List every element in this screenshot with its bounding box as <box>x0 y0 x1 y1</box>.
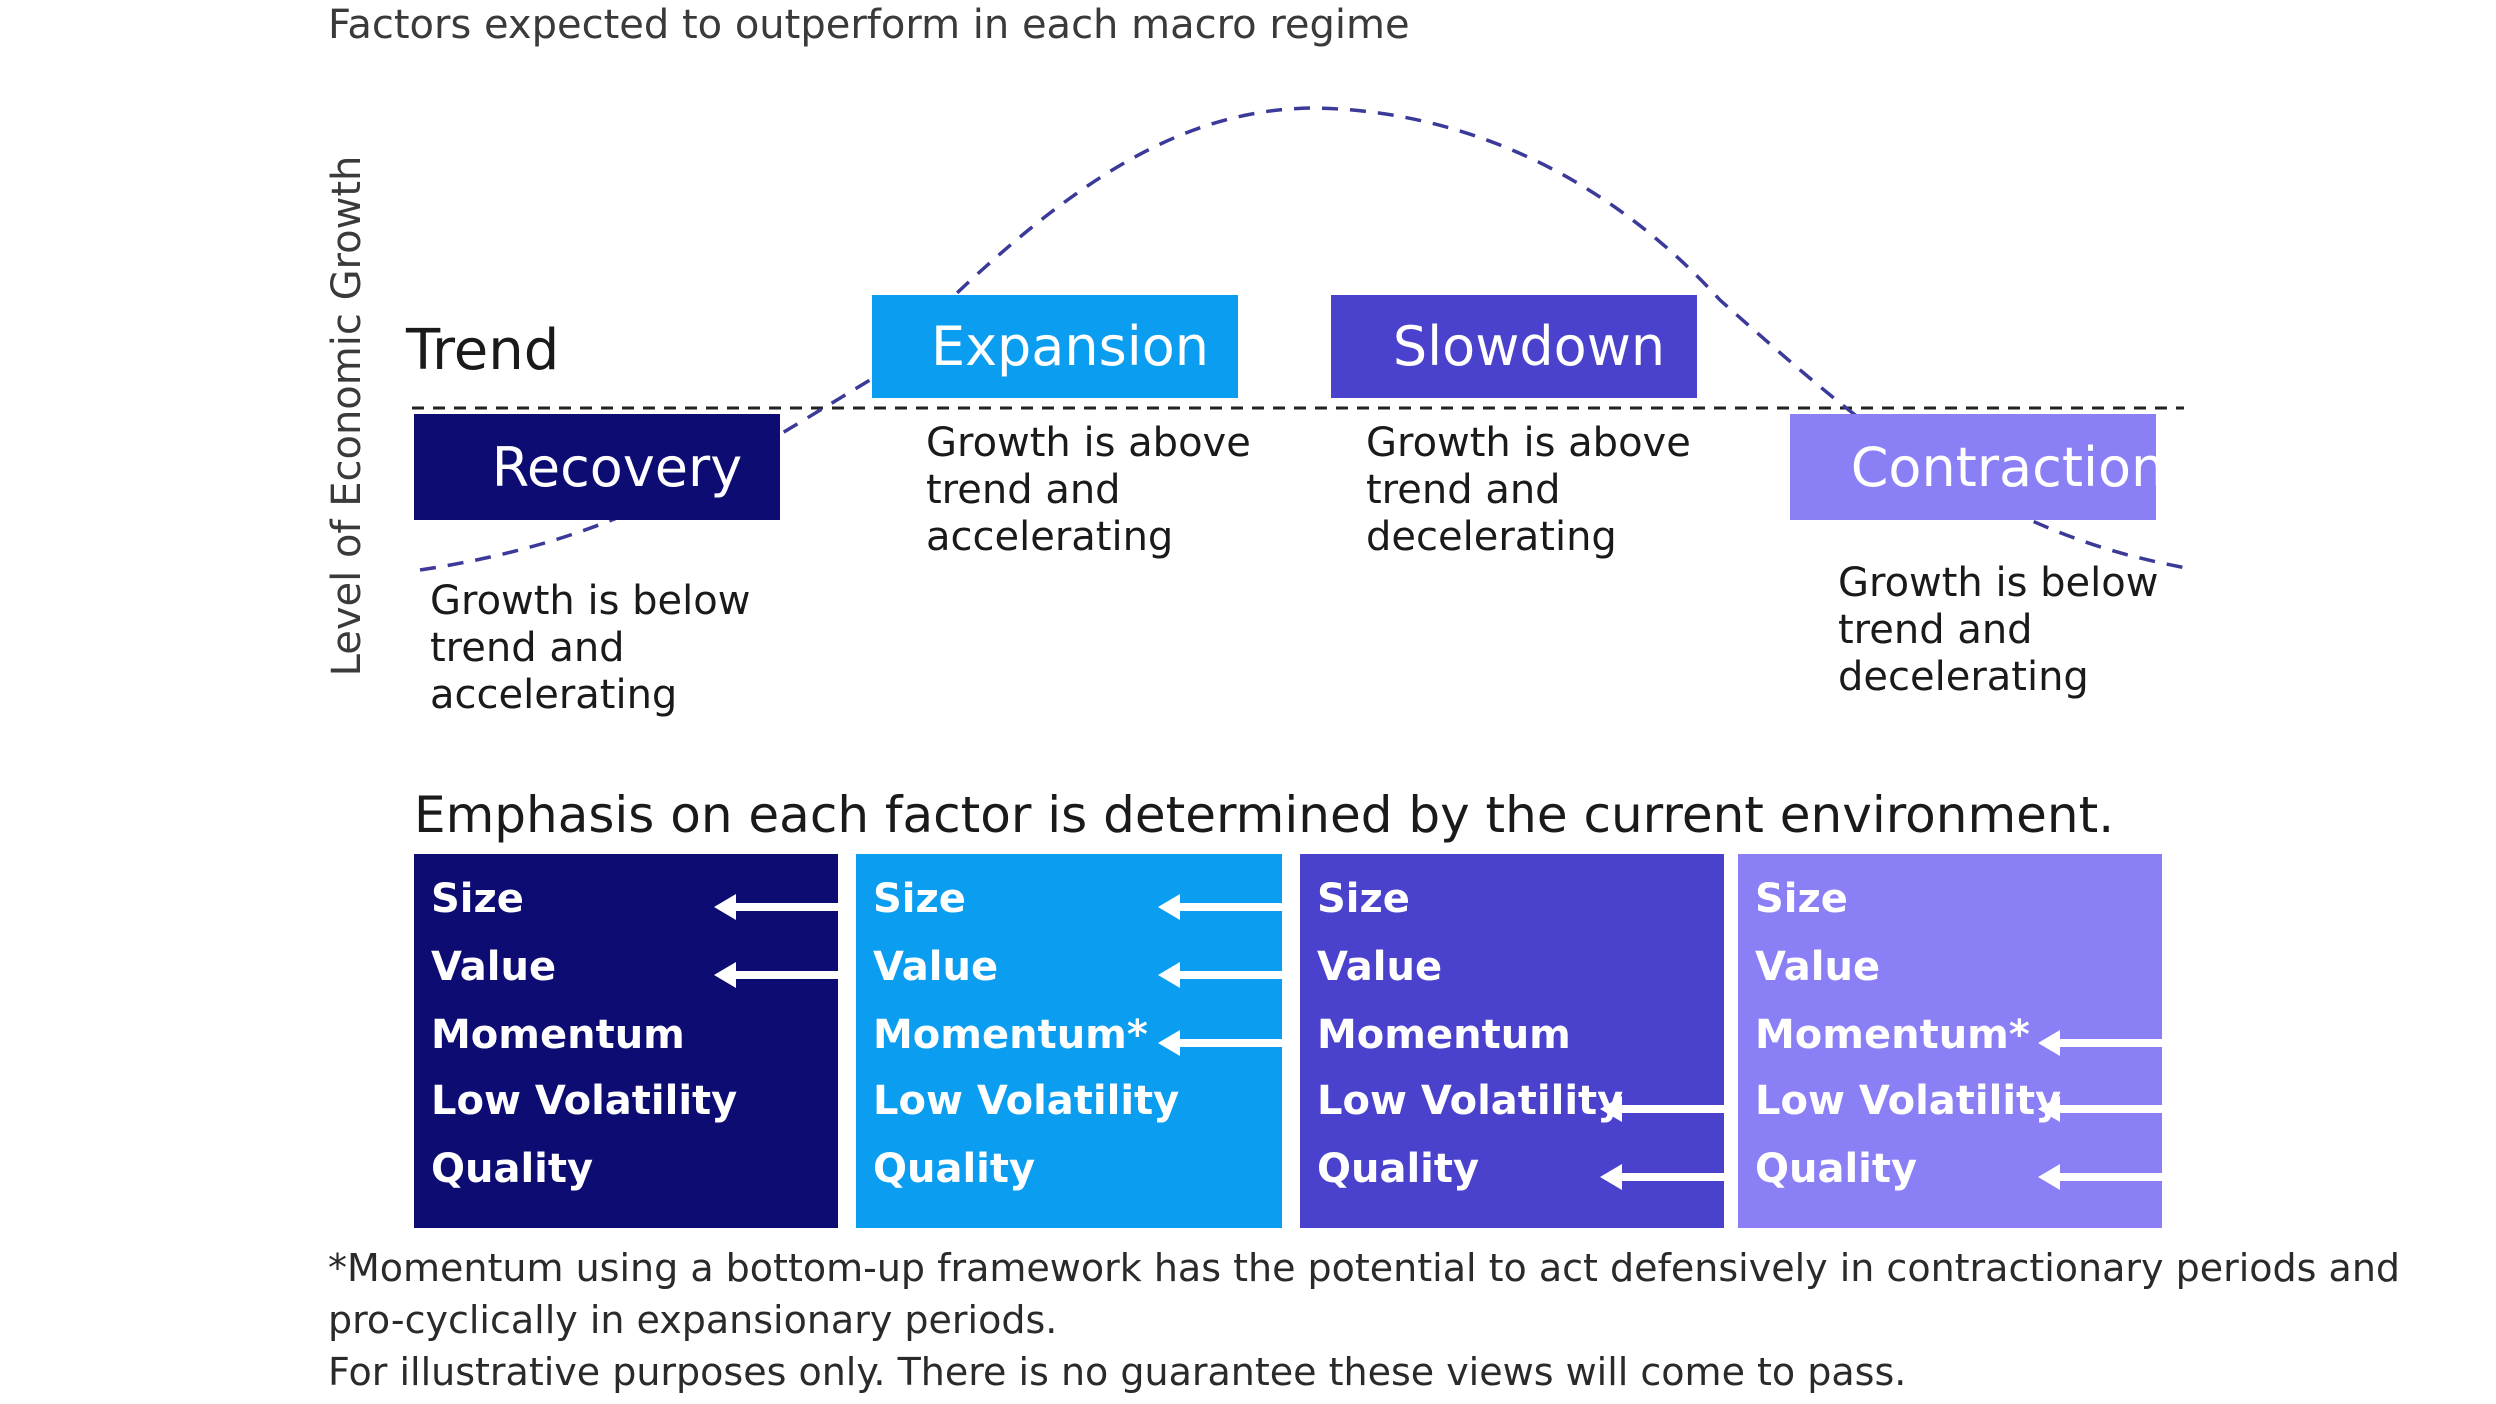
page-title: Factors expected to outperform in each m… <box>328 2 1410 48</box>
factor-label: Momentum <box>1317 1012 1571 1058</box>
regime-box-contraction: Contraction <box>1790 414 2165 520</box>
emphasis-arrow-icon <box>1158 1030 1282 1056</box>
factor-label: Size <box>431 876 524 922</box>
business-cycle-curve <box>419 106 2187 572</box>
regime-description-expansion: Growth is above trend and accelerating <box>926 420 1251 560</box>
factor-label: Value <box>873 944 999 990</box>
emphasis-arrow-icon <box>1600 1164 1724 1190</box>
footnote-disclaimer: For illustrative purposes only. There is… <box>328 1350 1907 1394</box>
emphasis-arrow-icon <box>1158 962 1282 988</box>
emphasis-arrow-icon <box>2038 1096 2162 1122</box>
factor-label: Quality <box>873 1146 1036 1192</box>
factor-label: Low Volatility <box>1755 1078 2062 1124</box>
emphasis-arrow-icon <box>714 962 838 988</box>
regime-box-expansion: Expansion <box>872 295 1238 398</box>
regime-label-slowdown: Slowdown <box>1392 315 1666 378</box>
factor-label: Value <box>1317 944 1443 990</box>
regime-box-recovery: Recovery <box>414 414 780 520</box>
factor-label: Quality <box>1317 1146 1480 1192</box>
footnote-momentum-cont: pro-cyclically in expansionary periods. <box>328 1298 1058 1342</box>
regime-description-recovery: Growth is below trend and accelerating <box>430 578 751 718</box>
emphasis-arrow-icon <box>1600 1096 1724 1122</box>
factor-label: Size <box>1317 876 1410 922</box>
regime-label-expansion: Expansion <box>930 315 1210 378</box>
emphasis-arrow-icon <box>1158 894 1282 920</box>
factor-label: Low Volatility <box>431 1078 738 1124</box>
regime-description-slowdown: Growth is above trend and decelerating <box>1366 420 1691 560</box>
emphasis-arrow-icon <box>2038 1030 2162 1056</box>
emphasis-heading: Emphasis on each factor is determined by… <box>414 786 2115 844</box>
factor-label: Size <box>1755 876 1848 922</box>
factor-label: Quality <box>431 1146 594 1192</box>
factor-label: Momentum* <box>1755 1012 2030 1058</box>
factor-label: Value <box>1755 944 1881 990</box>
factor-label: Momentum <box>431 1012 685 1058</box>
footnote-momentum: *Momentum using a bottom-up framework ha… <box>328 1246 2401 1290</box>
regime-label-recovery: Recovery <box>491 435 743 499</box>
regime-box-slowdown: Slowdown <box>1331 295 1697 398</box>
factor-label: Size <box>873 876 966 922</box>
trend-label: Trend <box>406 318 560 383</box>
regime-label-contraction: Contraction <box>1850 435 2166 499</box>
regime-description-contraction: Growth is below trend and decelerating <box>1838 560 2159 700</box>
factor-label: Value <box>431 944 557 990</box>
emphasis-arrow-icon <box>2038 1164 2162 1190</box>
factor-label: Quality <box>1755 1146 1918 1192</box>
factor-label: Low Volatility <box>1317 1078 1624 1124</box>
emphasis-arrow-icon <box>714 894 838 920</box>
factor-label: Low Volatility <box>873 1078 1180 1124</box>
factor-label: Momentum* <box>873 1012 1148 1058</box>
